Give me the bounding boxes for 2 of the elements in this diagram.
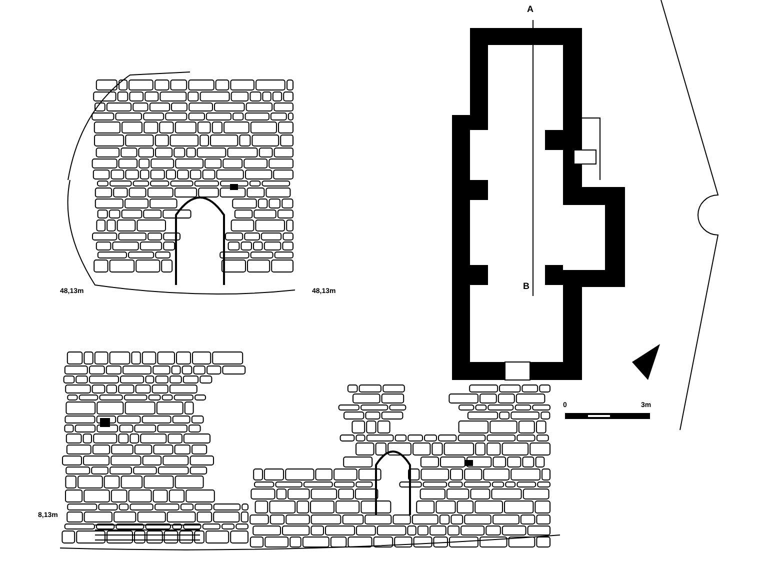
section-marker: A bbox=[527, 5, 534, 14]
section-marker: B bbox=[523, 282, 530, 291]
